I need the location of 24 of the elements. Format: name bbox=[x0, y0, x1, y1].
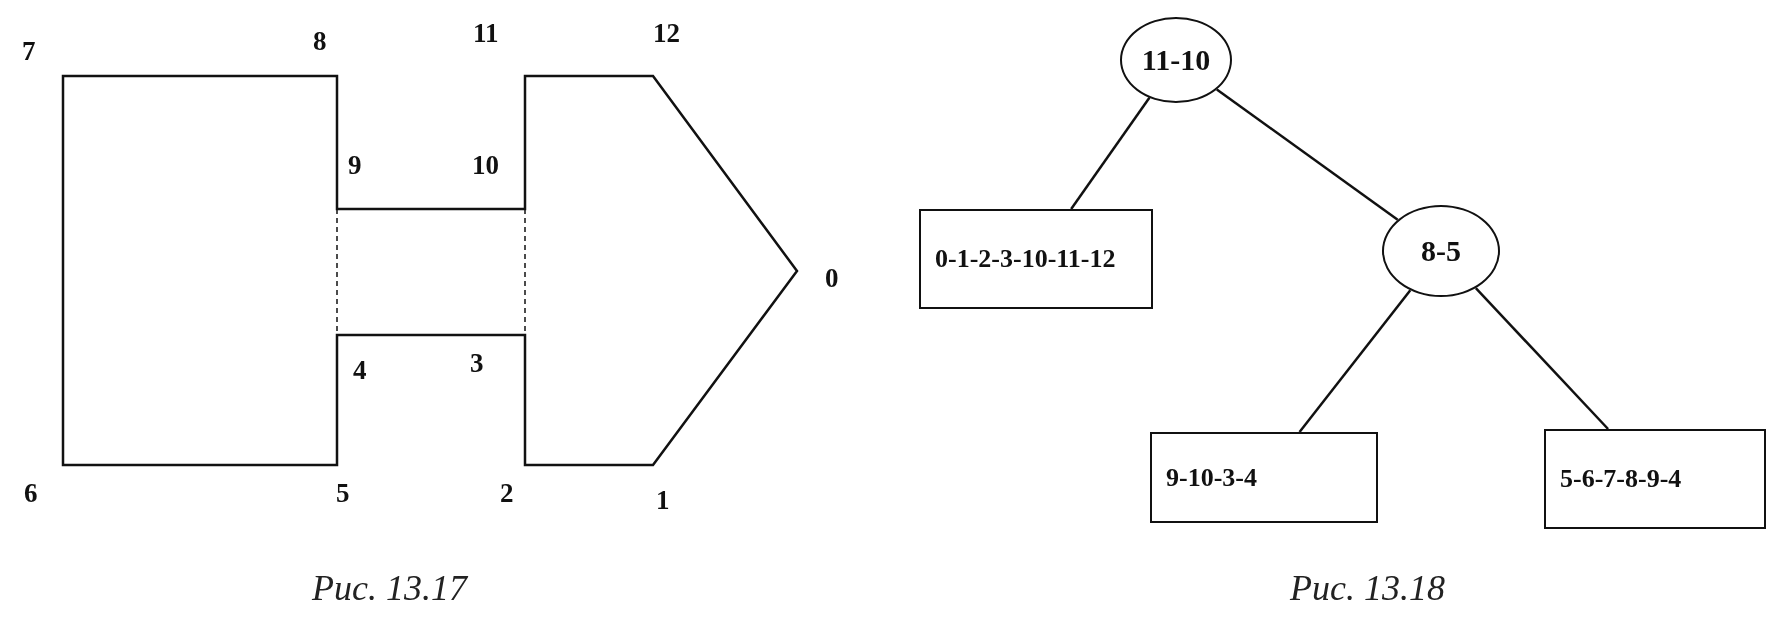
leaf-node-box: 0-1-2-3-10-11-12 bbox=[919, 209, 1153, 309]
vertex-number: 0 bbox=[825, 265, 839, 292]
vertex-number: 2 bbox=[500, 480, 514, 507]
vertex-number: 4 bbox=[353, 357, 367, 384]
vertex-number: 8 bbox=[313, 28, 327, 55]
vertex-number: 7 bbox=[22, 38, 36, 65]
vertex-number: 5 bbox=[336, 480, 350, 507]
vertex-number: 3 bbox=[470, 350, 484, 377]
vertex-number: 1 bbox=[656, 487, 670, 514]
tree-branch-line bbox=[1298, 289, 1412, 433]
vertex-number: 10 bbox=[472, 152, 499, 179]
figure-caption: Рис. 13.18 bbox=[1290, 570, 1445, 606]
vertex-number: 9 bbox=[348, 152, 362, 179]
vertex-number: 6 bbox=[24, 480, 38, 507]
tree-branch-line bbox=[1070, 97, 1151, 210]
tree-branch-line bbox=[1474, 287, 1609, 430]
tree-node-circle: 11-10 bbox=[1120, 17, 1232, 103]
vertex-number: 11 bbox=[473, 20, 499, 47]
tree-branch-line bbox=[1216, 88, 1399, 221]
tree-node-circle: 8-5 bbox=[1382, 205, 1500, 297]
vertex-number: 12 bbox=[653, 20, 680, 47]
figure-caption: Рис. 13.17 bbox=[312, 570, 467, 606]
leaf-node-box: 9-10-3-4 bbox=[1150, 432, 1378, 523]
leaf-node-box: 5-6-7-8-9-4 bbox=[1544, 429, 1766, 529]
